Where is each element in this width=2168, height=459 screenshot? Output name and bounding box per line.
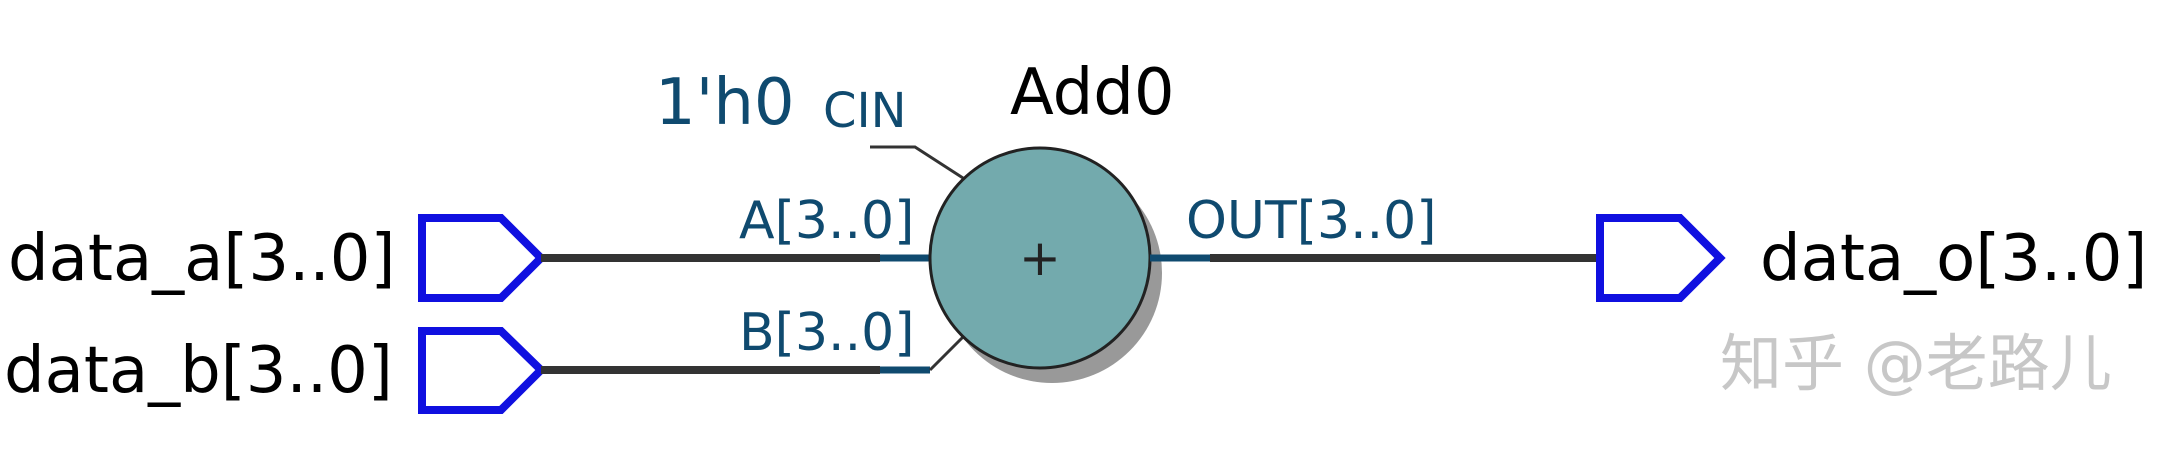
port-label-out: OUT[3..0] [1186, 191, 1437, 251]
input-label-data-b: data_b[3..0] [4, 334, 393, 408]
cin-lead-line [870, 145, 964, 180]
port-label-b: B[3..0] [739, 303, 914, 363]
output-pin-data-o[interactable] [1596, 214, 1726, 302]
port-label-a: A[3..0] [739, 191, 914, 251]
input-pin-data-a[interactable] [418, 214, 547, 302]
input-pin-data-b[interactable] [418, 327, 547, 414]
input-label-data-a: data_a[3..0] [8, 222, 395, 296]
output-label-data-o: data_o[3..0] [1760, 222, 2147, 296]
cin-constant-label: 1'h0 [655, 66, 795, 140]
port-label-cin: CIN [823, 83, 907, 139]
watermark-text: 知乎 @老路儿 [1720, 327, 2112, 400]
b-lead-line [928, 335, 965, 372]
adder-plus-symbol: + [1019, 229, 1061, 287]
adder-instance-name: Add0 [1010, 56, 1175, 130]
